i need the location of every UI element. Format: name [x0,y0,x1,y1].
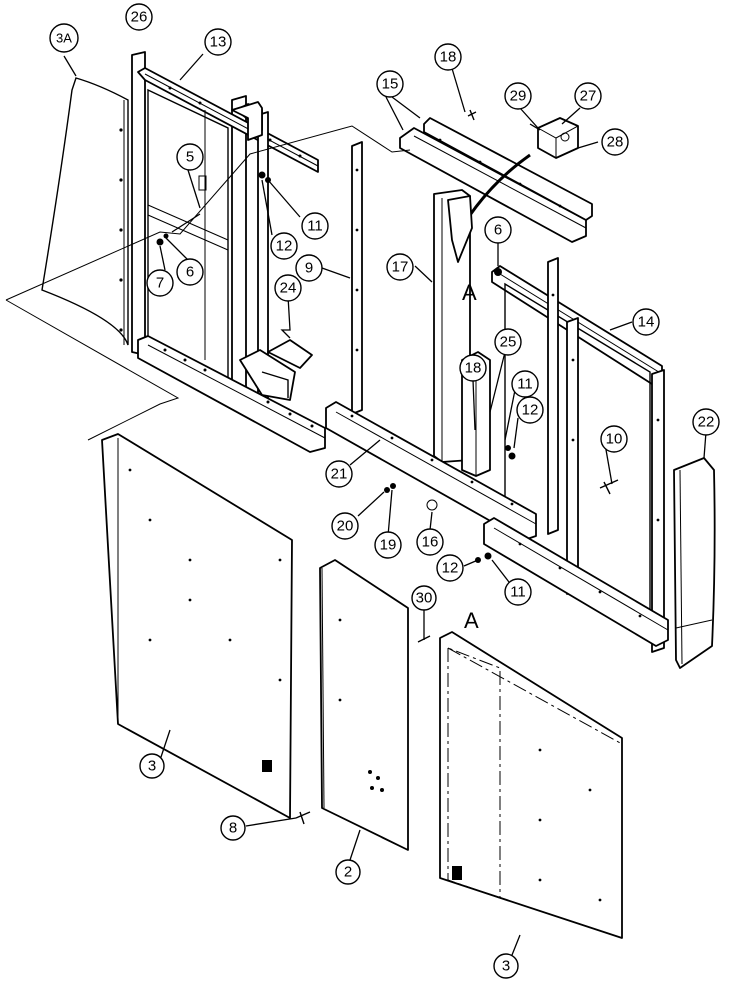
svg-text:10: 10 [606,431,623,448]
svg-text:11: 11 [307,218,323,235]
callout-11-mid: 11 [511,370,539,398]
svg-text:22: 22 [698,414,715,431]
svg-text:19: 19 [380,537,397,554]
boundary-lines [5,125,411,441]
svg-text:12: 12 [442,560,459,577]
callout-11-top: 11 [301,212,329,240]
callout-15: 15 [376,70,404,98]
callout-28: 28 [601,128,629,156]
callout-11-low: 11 [504,578,532,606]
callout-16: 16 [416,528,444,556]
svg-text:5: 5 [186,149,194,166]
callout-6-left: 6 [176,258,204,286]
svg-text:11: 11 [517,376,533,393]
svg-text:2: 2 [344,864,352,881]
callout-7: 7 [146,269,174,297]
svg-text:11: 11 [510,584,526,601]
svg-text:17: 17 [392,259,409,276]
svg-text:6: 6 [186,264,194,281]
svg-text:28: 28 [607,134,624,151]
svg-text:25: 25 [500,334,517,351]
callout-17: 17 [386,253,414,281]
section-label-a-upper: A [462,280,477,305]
svg-text:12: 12 [522,402,539,419]
side-panel-22 [673,457,716,669]
callout-22: 22 [692,408,720,436]
svg-text:18: 18 [440,49,457,66]
svg-text:7: 7 [156,275,164,292]
callout-13: 13 [204,28,232,56]
callout-12-low: 12 [436,554,464,582]
panel-3-right [439,631,623,939]
svg-text:3: 3 [502,958,510,975]
svg-text:29: 29 [510,88,527,105]
svg-text:26: 26 [131,9,148,26]
svg-text:24: 24 [280,280,297,297]
callout-3-right: 3 [493,953,519,979]
panel-3-left [101,433,293,819]
right-bottom-rail [483,517,669,647]
callout-12-mid: 12 [516,396,544,424]
side-panel-3a [41,77,129,346]
callout-30: 30 [411,585,437,611]
callout-14: 14 [632,308,660,336]
callout-10: 10 [600,425,628,453]
callout-24: 24 [274,274,302,302]
svg-text:20: 20 [337,518,354,535]
callout-27: 27 [574,82,602,110]
svg-text:9: 9 [305,260,313,277]
svg-text:12: 12 [276,238,293,255]
svg-text:13: 13 [210,34,227,51]
svg-text:14: 14 [638,314,655,331]
section-label-a-lower: A [464,608,479,633]
callout-3-left: 3 [139,753,165,779]
panel-2-center [319,559,409,851]
callout-19: 19 [374,531,402,559]
left-frame-13 [131,51,326,453]
center-upright-17 [433,189,473,463]
svg-text:8: 8 [229,820,237,837]
svg-text:27: 27 [580,88,597,105]
bracket-24 [267,339,313,369]
svg-text:18: 18 [465,360,482,377]
callout-12-top: 12 [270,232,298,260]
svg-text:15: 15 [382,76,399,93]
callout-20: 20 [331,512,359,540]
callout-5: 5 [176,143,204,171]
svg-text:21: 21 [331,466,348,483]
svg-text:3A: 3A [56,31,72,46]
vertical-strip-9 [351,141,363,415]
callout-2: 2 [335,859,361,885]
callout-3a: 3A [49,23,79,53]
junction-box-27 [529,117,579,159]
svg-text:16: 16 [422,534,439,551]
callout-9: 9 [295,254,323,282]
callout-18-mid: 18 [459,354,487,382]
lower-rail-21 [325,401,537,541]
svg-text:30: 30 [416,590,433,607]
callout-8: 8 [220,815,246,841]
callout-26: 26 [125,3,153,31]
callout-25: 25 [494,328,522,356]
callout-18-top: 18 [434,43,462,71]
callout-29: 29 [504,82,532,110]
callout-21: 21 [325,460,353,488]
right-frame-14 [491,257,665,653]
callout-6-right: 6 [484,216,512,244]
svg-text:3: 3 [148,758,156,775]
svg-text:6: 6 [494,222,502,239]
